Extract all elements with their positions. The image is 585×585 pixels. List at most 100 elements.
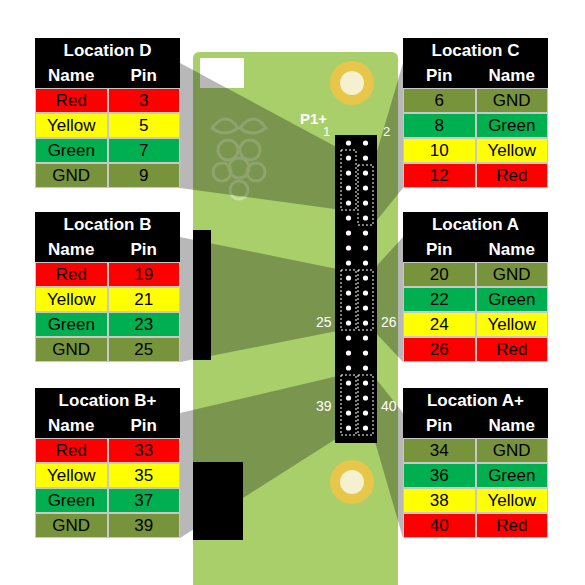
pin xyxy=(363,155,368,160)
pin xyxy=(363,350,368,355)
table-cell: GND xyxy=(35,513,108,538)
pin-number: 1 xyxy=(323,124,330,139)
column-header: Pin xyxy=(108,237,181,262)
pin xyxy=(346,305,351,310)
pin xyxy=(346,245,351,250)
pin xyxy=(363,200,368,205)
table-cell: GND xyxy=(35,163,108,188)
table-cell: Yellow xyxy=(476,312,549,337)
pin xyxy=(346,140,351,145)
pin xyxy=(346,275,351,280)
table-cell: 5 xyxy=(108,113,181,138)
pin xyxy=(346,350,351,355)
table-cell: 10 xyxy=(403,138,476,163)
table-cell: GND xyxy=(35,337,108,362)
table-cell: 36 xyxy=(403,463,476,488)
mounting-hole xyxy=(330,460,374,504)
pin xyxy=(346,155,351,160)
table-cell: Red xyxy=(476,337,549,362)
pin xyxy=(363,320,368,325)
column-header: Pin xyxy=(108,63,181,88)
pin xyxy=(363,140,368,145)
gpio-header xyxy=(335,135,377,443)
leader-wedges xyxy=(180,63,403,538)
pin xyxy=(346,290,351,295)
table-cell: Red xyxy=(476,163,549,188)
table-cell: Yellow xyxy=(35,113,108,138)
table-cell: 39 xyxy=(108,513,181,538)
pin xyxy=(346,335,351,340)
table-cell: Yellow xyxy=(476,488,549,513)
table-cell: 19 xyxy=(108,262,181,287)
pin xyxy=(363,260,368,265)
table-cell: Red xyxy=(35,262,108,287)
pin xyxy=(363,290,368,295)
table-title: Location A+ xyxy=(403,388,548,413)
table-cell: 34 xyxy=(403,438,476,463)
column-header: Pin xyxy=(108,413,181,438)
pin xyxy=(363,305,368,310)
pin xyxy=(346,200,351,205)
table-cell: Red xyxy=(35,88,108,113)
pin-groups xyxy=(341,150,373,435)
table-cell: GND xyxy=(476,262,549,287)
mounting-hole xyxy=(330,61,374,105)
table-cell: 6 xyxy=(403,88,476,113)
column-header: Name xyxy=(476,237,549,262)
pin xyxy=(346,320,351,325)
pin xyxy=(346,170,351,175)
mounting-hole xyxy=(340,71,364,95)
table-title: Location A xyxy=(403,212,548,237)
table-cell: 26 xyxy=(403,337,476,362)
mounting-hole xyxy=(340,470,364,494)
table-cell: 22 xyxy=(403,287,476,312)
table-cell: Yellow xyxy=(476,138,549,163)
table-cell: 8 xyxy=(403,113,476,138)
pin xyxy=(363,380,368,385)
table-title: Location C xyxy=(403,38,548,63)
table-cell: 40 xyxy=(403,513,476,538)
table-cell: 25 xyxy=(108,337,181,362)
column-header: Pin xyxy=(403,63,476,88)
pin xyxy=(346,425,351,430)
pin xyxy=(363,170,368,175)
pin-number: 26 xyxy=(381,314,397,330)
table-cell: Green xyxy=(476,287,549,312)
pin xyxy=(363,395,368,400)
pin xyxy=(346,230,351,235)
table-cell: Green xyxy=(35,488,108,513)
table-cell: 38 xyxy=(403,488,476,513)
table-cell: Green xyxy=(476,463,549,488)
pin xyxy=(346,410,351,415)
pin xyxy=(363,365,368,370)
pin xyxy=(346,260,351,265)
pin-number: 39 xyxy=(316,398,332,414)
table-cell: Yellow xyxy=(35,287,108,312)
pin xyxy=(346,215,351,220)
table-cell: 7 xyxy=(108,138,181,163)
pin xyxy=(363,230,368,235)
table-cell: 9 xyxy=(108,163,181,188)
table-cell: Green xyxy=(35,138,108,163)
table-cell: 20 xyxy=(403,262,476,287)
table-title: Location D xyxy=(35,38,180,63)
pin xyxy=(363,245,368,250)
column-header: Pin xyxy=(403,413,476,438)
table-title: Location B+ xyxy=(35,388,180,413)
pin xyxy=(363,335,368,340)
table-cell: 24 xyxy=(403,312,476,337)
pin-number: 40 xyxy=(381,398,397,414)
table-cell: 33 xyxy=(108,438,181,463)
pin xyxy=(363,425,368,430)
table-cell: Green xyxy=(35,312,108,337)
column-header: Name xyxy=(35,413,108,438)
pin-number: 2 xyxy=(383,124,390,139)
pin xyxy=(363,215,368,220)
column-header: Name xyxy=(476,413,549,438)
table-cell: 12 xyxy=(403,163,476,188)
header-pins xyxy=(346,140,368,430)
table-cell: Yellow xyxy=(35,463,108,488)
column-header: Name xyxy=(476,63,549,88)
table-cell: GND xyxy=(476,88,549,113)
